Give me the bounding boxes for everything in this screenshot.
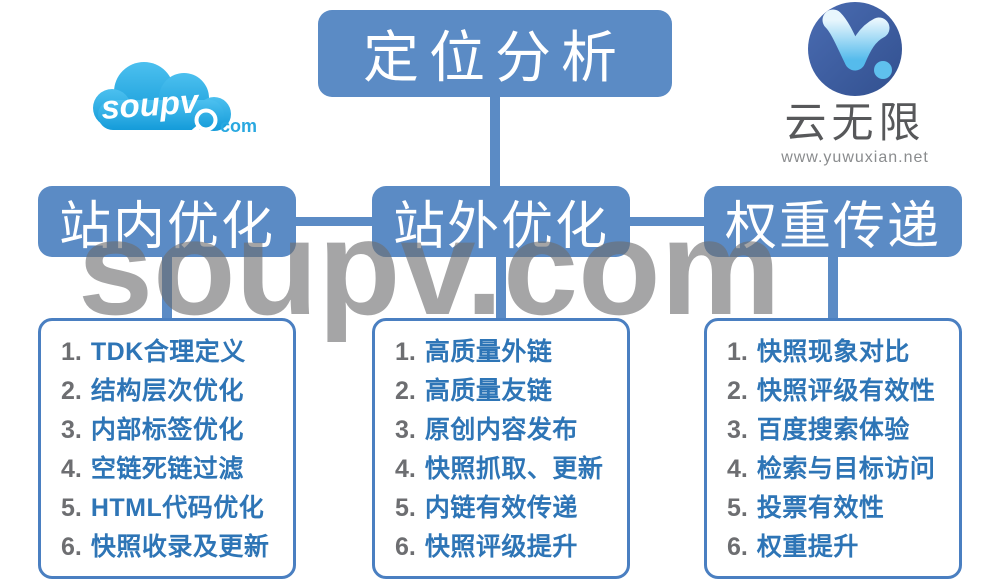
yuwuxian-logo: 云无限 www.yuwuxian.net bbox=[770, 0, 940, 178]
connector-horizontal-left bbox=[294, 217, 374, 226]
item-text: 快照现象对比 bbox=[756, 338, 910, 366]
item-text: 快照抓取、更新 bbox=[424, 455, 604, 483]
branch-label-onsite: 站内优化 bbox=[58, 198, 275, 256]
cloud-icon: soupv com bbox=[93, 62, 257, 136]
list-item: 1. TDK合理定义 bbox=[61, 333, 293, 372]
item-text: 快照评级有效性 bbox=[756, 377, 936, 405]
branch-label-offsite: 站外优化 bbox=[392, 198, 609, 256]
list-item: 6. 权重提升 bbox=[727, 528, 959, 567]
yuwuxian-url: www.yuwuxian.net bbox=[781, 149, 929, 167]
branch-box-weight: 权重传递 bbox=[704, 186, 962, 257]
item-text: 快照收录及更新 bbox=[90, 533, 270, 561]
list-item: 3. 内部标签优化 bbox=[61, 411, 293, 450]
item-number: 4. bbox=[727, 455, 748, 483]
branch-box-offsite: 站外优化 bbox=[372, 186, 630, 257]
item-number: 3. bbox=[395, 416, 416, 444]
item-text: 快照评级提升 bbox=[424, 533, 578, 561]
item-number: 6. bbox=[727, 533, 748, 561]
root-node-label: 定位分析 bbox=[363, 26, 627, 89]
item-text: 空链死链过滤 bbox=[90, 455, 244, 483]
list-box-weight: 1. 快照现象对比 2. 快照评级有效性 3. 百度搜索体验 4. 检索与目标访… bbox=[704, 318, 962, 579]
item-number: 2. bbox=[727, 377, 748, 405]
item-number: 1. bbox=[61, 338, 82, 366]
item-text: TDK合理定义 bbox=[90, 338, 246, 366]
item-number: 4. bbox=[395, 455, 416, 483]
item-number: 6. bbox=[61, 533, 82, 561]
item-text: 检索与目标访问 bbox=[756, 455, 936, 483]
item-number: 3. bbox=[727, 416, 748, 444]
list-item: 2. 高质量友链 bbox=[395, 372, 627, 411]
item-text: 权重提升 bbox=[756, 533, 859, 561]
list-item: 1. 高质量外链 bbox=[395, 333, 627, 372]
item-text: HTML代码优化 bbox=[90, 494, 265, 522]
item-number: 5. bbox=[395, 494, 416, 522]
item-number: 4. bbox=[61, 455, 82, 483]
item-text: 投票有效性 bbox=[756, 494, 885, 522]
item-number: 3. bbox=[61, 416, 82, 444]
item-number: 2. bbox=[395, 377, 416, 405]
list-box-onsite: 1. TDK合理定义 2. 结构层次优化 3. 内部标签优化 4. 空链死链过滤… bbox=[38, 318, 296, 579]
connector-col1-vertical bbox=[162, 256, 172, 320]
item-text: 原创内容发布 bbox=[424, 416, 578, 444]
list-item: 6. 快照评级提升 bbox=[395, 528, 627, 567]
item-text: 高质量外链 bbox=[424, 338, 553, 366]
soupv-logo-text: soupv bbox=[100, 82, 201, 126]
item-text: 结构层次优化 bbox=[90, 377, 244, 405]
list-item: 4. 检索与目标访问 bbox=[727, 450, 959, 489]
connector-col3-vertical bbox=[828, 256, 838, 320]
yuwuxian-icon bbox=[808, 2, 902, 96]
list-item: 5. 投票有效性 bbox=[727, 489, 959, 528]
list-item: 3. 百度搜索体验 bbox=[727, 411, 959, 450]
list-item: 6. 快照收录及更新 bbox=[61, 528, 293, 567]
list-box-offsite: 1. 高质量外链 2. 高质量友链 3. 原创内容发布 4. 快照抓取、更新 5… bbox=[372, 318, 630, 579]
list-item: 5. HTML代码优化 bbox=[61, 489, 293, 528]
root-node-box: 定位分析 bbox=[318, 10, 672, 97]
item-number: 1. bbox=[727, 338, 748, 366]
list-item: 2. 结构层次优化 bbox=[61, 372, 293, 411]
item-number: 2. bbox=[61, 377, 82, 405]
branch-box-onsite: 站内优化 bbox=[38, 186, 296, 257]
list-item: 4. 空链死链过滤 bbox=[61, 450, 293, 489]
connector-horizontal-right bbox=[628, 217, 706, 226]
list-item: 2. 快照评级有效性 bbox=[727, 372, 959, 411]
connector-root-vertical bbox=[490, 96, 500, 188]
item-number: 1. bbox=[395, 338, 416, 366]
list-item: 4. 快照抓取、更新 bbox=[395, 450, 627, 489]
item-text: 内部标签优化 bbox=[90, 416, 244, 444]
branch-label-weight: 权重传递 bbox=[724, 198, 941, 256]
soupv-cloud-logo: soupv com bbox=[82, 56, 267, 148]
list-item: 3. 原创内容发布 bbox=[395, 411, 627, 450]
list-item: 5. 内链有效传递 bbox=[395, 489, 627, 528]
item-text: 百度搜索体验 bbox=[756, 416, 910, 444]
item-number: 5. bbox=[727, 494, 748, 522]
soupv-logo-tld: com bbox=[220, 116, 257, 136]
item-text: 内链有效传递 bbox=[424, 494, 578, 522]
list-item: 1. 快照现象对比 bbox=[727, 333, 959, 372]
item-number: 6. bbox=[395, 533, 416, 561]
connector-col2-vertical bbox=[496, 256, 506, 320]
item-text: 高质量友链 bbox=[424, 377, 553, 405]
yuwuxian-name: 云无限 bbox=[784, 99, 926, 146]
item-number: 5. bbox=[61, 494, 82, 522]
